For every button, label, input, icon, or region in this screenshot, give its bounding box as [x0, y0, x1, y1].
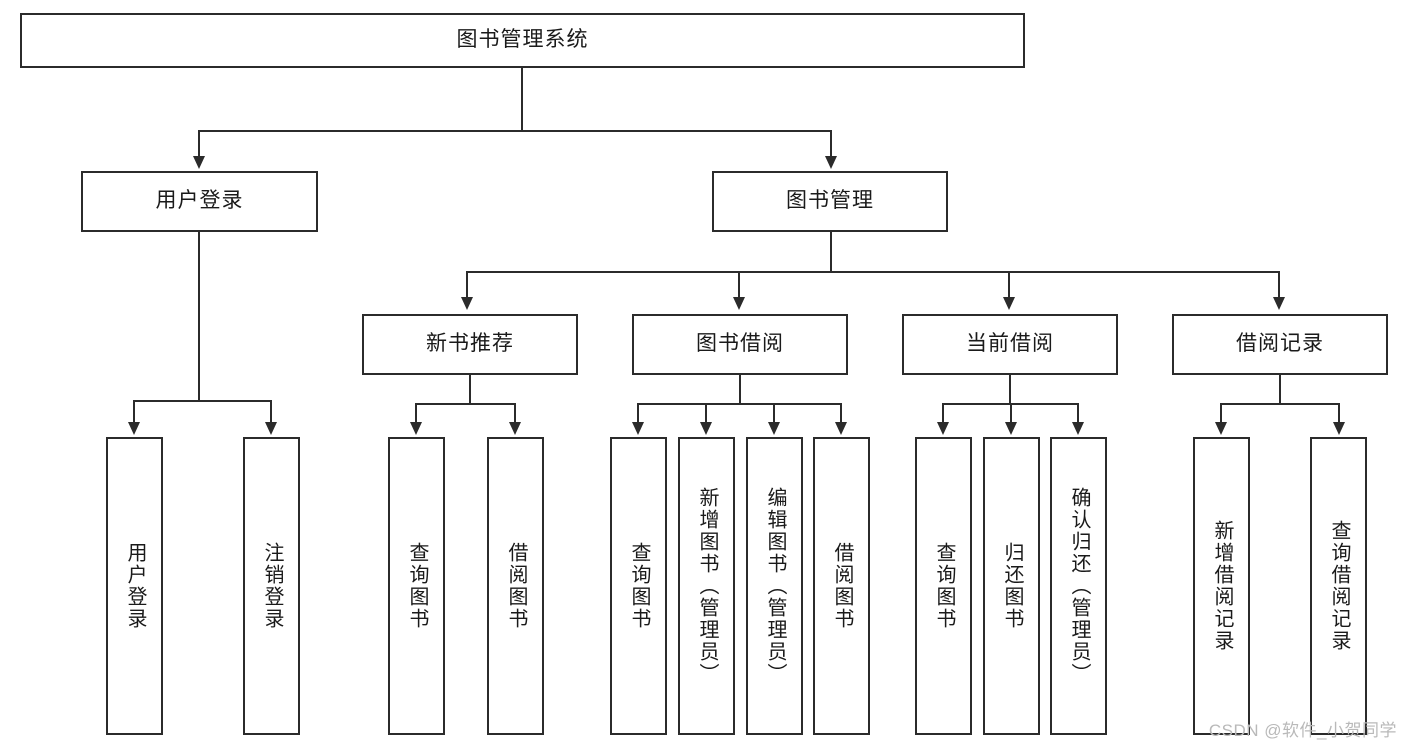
arrowhead-br-add-record: [1215, 422, 1227, 435]
arrowhead-br-query-record: [1333, 422, 1345, 435]
node-book-borrow[interactable]: 图书借阅: [632, 314, 848, 375]
connector-bb-c4: [840, 403, 842, 424]
node-bb-borrow-book[interactable]: 借阅图书: [813, 437, 870, 735]
node-user-login-do-label: 用户登录: [124, 542, 146, 630]
connector-bb-c3: [773, 403, 775, 424]
node-bb-edit-book[interactable]: 编辑图书（管理员）: [746, 437, 803, 735]
arrowhead-bb-edit-book: [768, 422, 780, 435]
arrowhead-bb-add-book: [700, 422, 712, 435]
connector-nbr-bus: [415, 403, 516, 405]
connector-nbr-c1: [415, 403, 417, 424]
connector-bm-to-nbr: [466, 271, 468, 299]
connector-bm-to-br: [1278, 271, 1280, 299]
node-user-login-do[interactable]: 用户登录: [106, 437, 163, 735]
connector-br-c2: [1338, 403, 1340, 424]
node-nbr-query-book-label: 查询图书: [406, 542, 428, 630]
arrowhead-book-manage: [825, 156, 837, 169]
arrowhead-user-login: [193, 156, 205, 169]
connector-br-stem: [1279, 375, 1281, 403]
node-user-login[interactable]: 用户登录: [81, 171, 318, 232]
node-bb-borrow-book-label: 借阅图书: [831, 542, 853, 630]
connector-bb-c2: [705, 403, 707, 424]
node-cb-query-book[interactable]: 查询图书: [915, 437, 972, 735]
node-borrow-record[interactable]: 借阅记录: [1172, 314, 1388, 375]
connector-br-bus: [1220, 403, 1339, 405]
connector-root-bus: [198, 130, 832, 132]
node-cb-confirm-return[interactable]: 确认归还（管理员）: [1050, 437, 1107, 735]
arrowhead-book-borrow: [733, 297, 745, 310]
connector-nbr-stem: [469, 375, 471, 403]
connector-root-stem: [521, 68, 523, 130]
connector-bb-c1: [637, 403, 639, 424]
node-br-add-record-label: 新增借阅记录: [1211, 520, 1233, 652]
node-new-book-recommend[interactable]: 新书推荐: [362, 314, 578, 375]
connector-user-login-stem: [198, 232, 200, 400]
connector-bm-to-cb: [1008, 271, 1010, 299]
node-current-borrow-label: 当前借阅: [966, 332, 1054, 356]
node-new-book-recommend-label: 新书推荐: [426, 332, 514, 356]
arrowhead-user-logout: [265, 422, 277, 435]
arrowhead-bb-query-book: [632, 422, 644, 435]
node-br-add-record[interactable]: 新增借阅记录: [1193, 437, 1250, 735]
node-cb-confirm-return-label: 确认归还（管理员）: [1068, 487, 1090, 685]
arrowhead-bb-borrow-book: [835, 422, 847, 435]
node-book-manage[interactable]: 图书管理: [712, 171, 948, 232]
node-user-logout[interactable]: 注销登录: [243, 437, 300, 735]
node-nbr-borrow-book-label: 借阅图书: [505, 542, 527, 630]
node-current-borrow[interactable]: 当前借阅: [902, 314, 1118, 375]
arrowhead-user-login-do: [128, 422, 140, 435]
connector-cb-c3: [1077, 403, 1079, 424]
node-br-query-record-label: 查询借阅记录: [1328, 520, 1350, 652]
connector-cb-c2: [1010, 403, 1012, 424]
node-user-logout-label: 注销登录: [261, 542, 283, 630]
node-bb-add-book-label: 新增图书（管理员）: [696, 487, 718, 685]
node-bb-edit-book-label: 编辑图书（管理员）: [764, 487, 786, 685]
arrowhead-cb-return-book: [1005, 422, 1017, 435]
node-book-manage-label: 图书管理: [786, 189, 874, 213]
node-cb-return-book-label: 归还图书: [1001, 542, 1023, 630]
connector-br-c1: [1220, 403, 1222, 424]
connector-bm-to-bb: [738, 271, 740, 299]
connector-bb-bus: [637, 403, 840, 405]
arrowhead-nbr-query-book: [410, 422, 422, 435]
node-cb-return-book[interactable]: 归还图书: [983, 437, 1040, 735]
connector-bb-stem: [739, 375, 741, 403]
node-borrow-record-label: 借阅记录: [1236, 332, 1324, 356]
connector-nbr-c2: [514, 403, 516, 424]
connector-root-to-book-manage: [830, 130, 832, 158]
node-user-login-label: 用户登录: [155, 189, 244, 213]
node-br-query-record[interactable]: 查询借阅记录: [1310, 437, 1367, 735]
node-bb-query-book[interactable]: 查询图书: [610, 437, 667, 735]
node-root[interactable]: 图书管理系统: [20, 13, 1025, 68]
connector-user-login-bus: [133, 400, 270, 402]
arrowhead-nbr-borrow-book: [509, 422, 521, 435]
node-nbr-borrow-book[interactable]: 借阅图书: [487, 437, 544, 735]
connector-cb-c1: [942, 403, 944, 424]
node-bb-query-book-label: 查询图书: [628, 542, 650, 630]
connector-cb-stem: [1009, 375, 1011, 403]
node-nbr-query-book[interactable]: 查询图书: [388, 437, 445, 735]
connector-book-manage-bus: [466, 271, 1280, 273]
connector-user-login-to-login: [133, 400, 135, 424]
arrowhead-cb-query-book: [937, 422, 949, 435]
watermark-text: CSDN @软件_小贺同学: [1208, 721, 1397, 740]
connector-root-to-user-login: [198, 130, 200, 158]
arrowhead-borrow-record: [1273, 297, 1285, 310]
arrowhead-new-book-recommend: [461, 297, 473, 310]
connector-book-manage-stem: [830, 232, 832, 271]
node-bb-add-book[interactable]: 新增图书（管理员）: [678, 437, 735, 735]
node-cb-query-book-label: 查询图书: [933, 542, 955, 630]
connector-user-login-to-logout: [270, 400, 272, 424]
arrowhead-cb-confirm-return: [1072, 422, 1084, 435]
node-root-label: 图书管理系统: [456, 28, 589, 52]
node-book-borrow-label: 图书借阅: [696, 332, 784, 356]
arrowhead-current-borrow: [1003, 297, 1015, 310]
